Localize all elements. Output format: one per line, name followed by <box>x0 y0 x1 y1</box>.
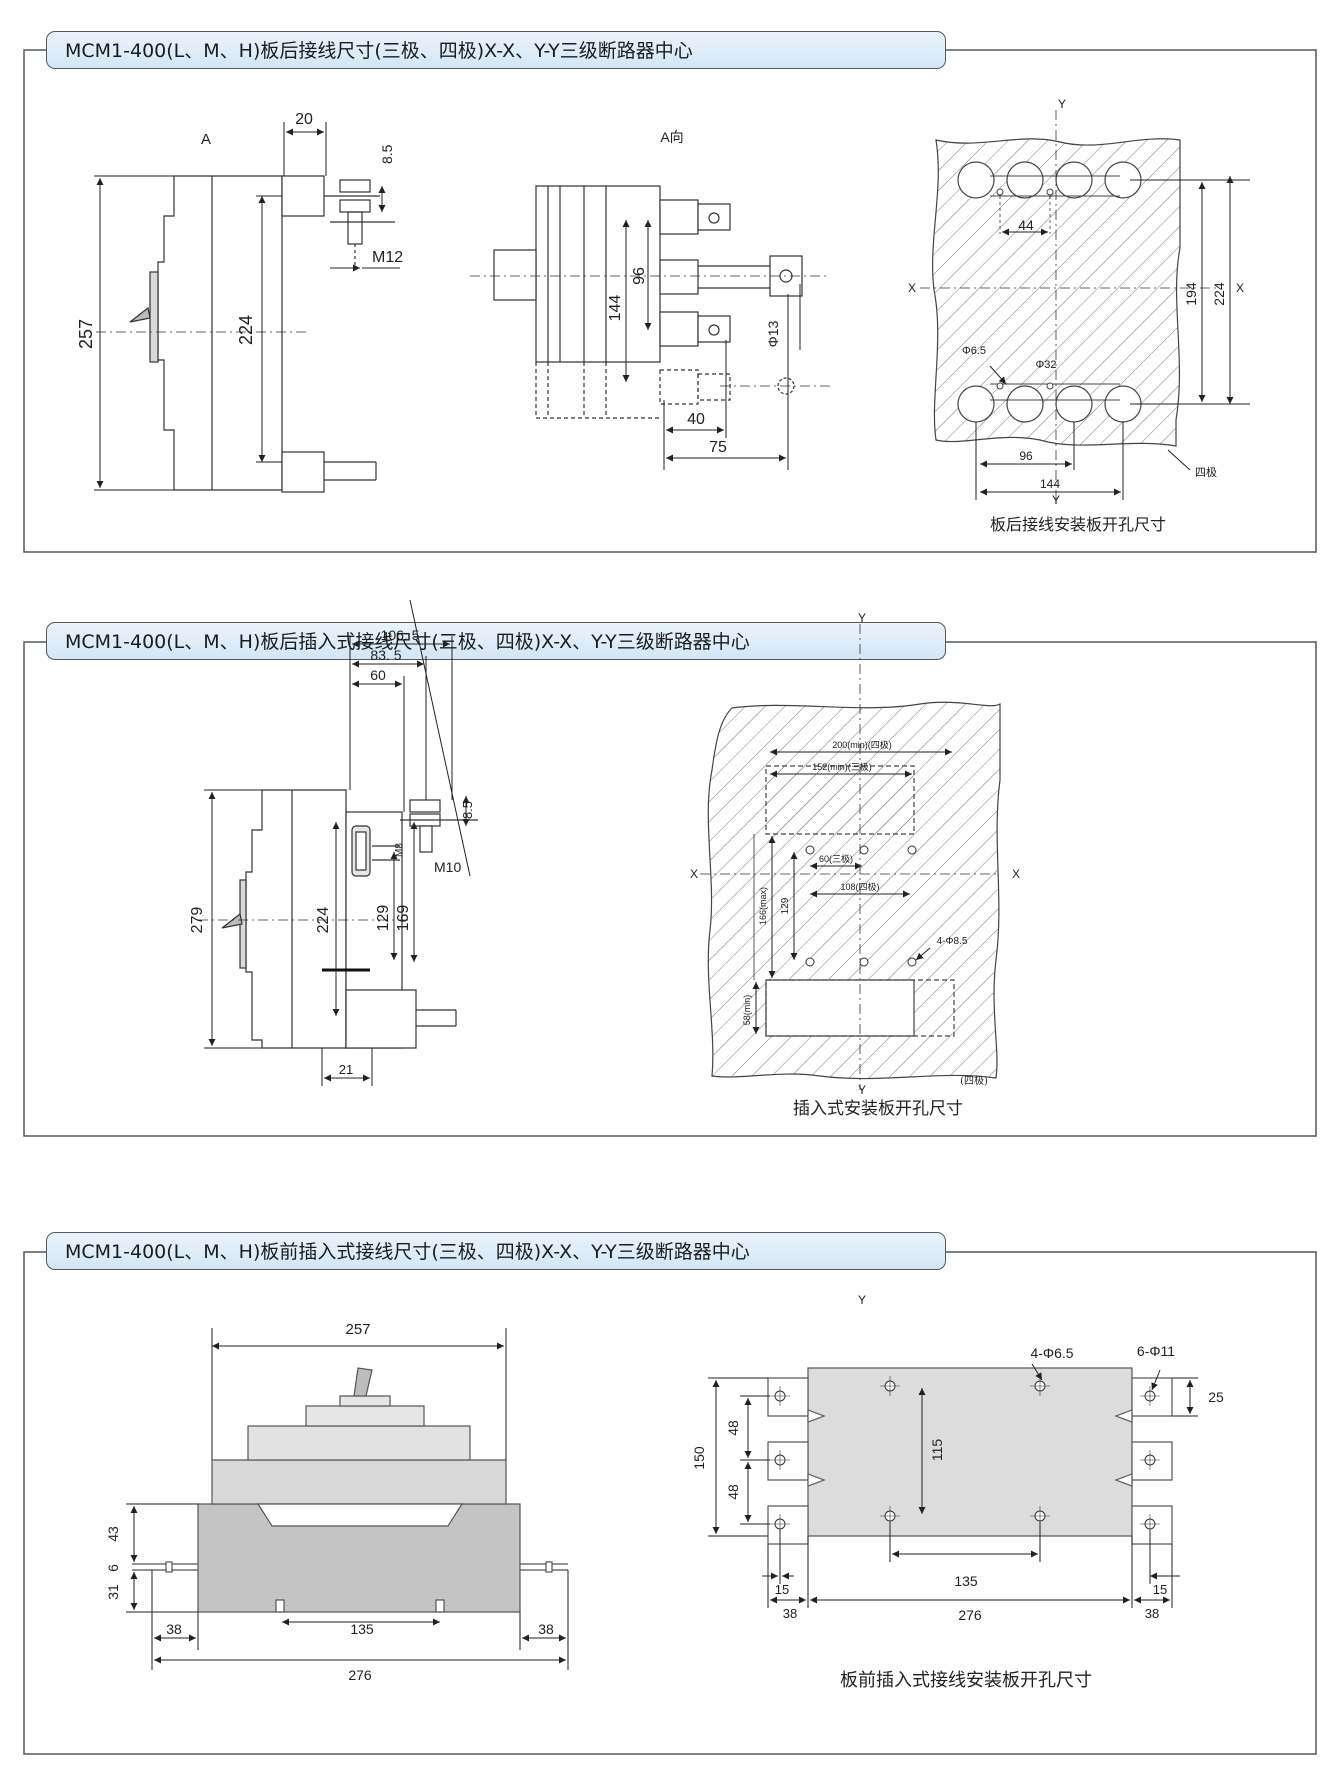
dim-6: 6 <box>105 1564 121 1572</box>
dim-38-plate-left: 38 <box>783 1606 797 1621</box>
dim-200-min: 200(min)(四极) <box>832 739 892 750</box>
panel-rear-wiring: MCM1-400(L、M、H)板后接线尺寸(三极、四极)X-X、Y-Y三级断路器… <box>0 0 1340 560</box>
front-view-a-direction <box>470 185 830 419</box>
dim-224: 224 <box>236 315 256 345</box>
cutout-dimensions <box>975 176 1250 500</box>
dim-224-cutout: 224 <box>1211 282 1227 306</box>
dim-31: 31 <box>105 1584 121 1600</box>
caption-plugin-cutout: 插入式安装板开孔尺寸 <box>793 1099 963 1119</box>
front-mounting-plate <box>767 1367 1173 1545</box>
dim-96-cutout: 96 <box>1019 449 1033 463</box>
axis-y-top: Y <box>858 611 866 625</box>
axis-x-left: X <box>908 281 916 295</box>
dim-257: 257 <box>76 319 96 349</box>
rear-wiring-drawing: A 20 8.5 M12 257 224 <box>23 49 1317 553</box>
panel-rear-plugin: MCM1-400(L、M、H)板后插入式接线尺寸(三极、四极)X-X、Y-Y三级… <box>0 600 1340 1160</box>
dim-8-5: 8.5 <box>379 144 395 164</box>
dim-115: 115 <box>929 1439 945 1462</box>
dim-20: 20 <box>295 111 313 128</box>
dim-108-four-pole: 108(四极) <box>840 881 879 892</box>
plugin-cutout-dimensions <box>752 748 952 1034</box>
dim-25: 25 <box>1208 1389 1224 1405</box>
axis-y-front: Y <box>858 1293 866 1307</box>
dim-15-right: 15 <box>1153 1582 1167 1597</box>
dim-44: 44 <box>1018 217 1034 233</box>
axis-x-right: X <box>1012 867 1020 881</box>
dim-257-front: 257 <box>345 1321 370 1338</box>
dim-phi32: Φ32 <box>1035 359 1056 371</box>
dim-106-5: 106. 5 <box>381 627 420 643</box>
panel-title: MCM1-400(L、M、H)板后接线尺寸(三极、四极)X-X、Y-Y三级断路器… <box>46 31 946 69</box>
label-view-a-direction: A向 <box>660 129 683 145</box>
label-view-a: A <box>201 131 211 148</box>
label-m10: M10 <box>434 859 461 875</box>
dim-60: 60 <box>370 667 386 683</box>
front-breaker-view <box>132 1367 568 1613</box>
dim-276-plate: 276 <box>958 1607 982 1623</box>
axis-y-bottom: Y <box>1052 493 1060 507</box>
dim-8-5-plugin: 8.5 <box>460 801 475 819</box>
dim-43: 43 <box>105 1526 121 1542</box>
dim-48-upper: 48 <box>725 1420 741 1436</box>
rear-plugin-drawing: 106. 5 83. 5 60 8.5 M8 M10 279 224 129 1… <box>23 600 1317 1137</box>
dim-152-min: 152(min)(三极) <box>812 761 872 772</box>
axis-x-right: X <box>1236 281 1244 295</box>
axis-y-bottom: Y <box>858 1083 866 1097</box>
dim-135-plate: 135 <box>954 1573 978 1589</box>
dim-38-left: 38 <box>166 1621 182 1637</box>
dim-194: 194 <box>1183 282 1199 306</box>
front-plugin-drawing: 257 43 6 31 38 135 38 276 <box>23 1251 1317 1755</box>
dim-15-left: 15 <box>775 1582 789 1597</box>
dim-48-lower: 48 <box>725 1484 741 1500</box>
dim-38-right: 38 <box>538 1621 554 1637</box>
rear-cutout-plate <box>920 110 1220 500</box>
dim-38-plate-right: 38 <box>1145 1606 1159 1621</box>
caption-front-cutout: 板前插入式接线安装板开孔尺寸 <box>840 1670 1092 1690</box>
panel-title: MCM1-400(L、M、H)板前插入式接线尺寸(三极、四极)X-X、Y-Y三级… <box>46 1232 946 1270</box>
dim-224-plugin: 224 <box>315 907 332 934</box>
label-m12: M12 <box>372 249 403 266</box>
dim-129: 129 <box>375 905 392 932</box>
label-m8: M8 <box>394 843 405 857</box>
front-plate-dimensions <box>708 1363 1198 1608</box>
panel-front-plugin: MCM1-400(L、M、H)板前插入式接线尺寸(三极、四极)X-X、Y-Y三级… <box>0 1210 1340 1770</box>
plugin-cutout-marks <box>700 624 1000 1090</box>
front-view-dimensions <box>622 220 801 470</box>
dim-166-max: 166(max) <box>758 887 768 925</box>
dim-6-phi11: 6-Φ11 <box>1137 1343 1175 1359</box>
axis-x-left: X <box>690 867 698 881</box>
side-view-a <box>96 175 395 493</box>
caption-rear-cutout: 板后接线安装板开孔尺寸 <box>990 515 1166 534</box>
dim-150: 150 <box>691 1446 707 1470</box>
dim-60-three-pole: 60(三极) <box>819 853 853 864</box>
dim-144-cutout: 144 <box>1040 477 1060 491</box>
dim-40: 40 <box>687 411 705 428</box>
dim-21: 21 <box>339 1062 353 1077</box>
dim-276-front: 276 <box>348 1667 372 1683</box>
side-plugin-dimensions <box>204 600 471 1086</box>
side-view-dimensions <box>94 122 400 491</box>
dim-129-cutout: 129 <box>780 897 791 914</box>
dim-phi6-5: Φ6.5 <box>962 345 986 357</box>
dim-58-min: 58(min) <box>742 995 752 1026</box>
dim-169: 169 <box>395 905 412 932</box>
label-four-pole: 四极 <box>1195 465 1217 479</box>
label-four-pole: (四极) <box>960 1074 988 1087</box>
dim-phi13: Φ13 <box>765 320 781 347</box>
dim-96: 96 <box>631 267 648 285</box>
dim-279: 279 <box>189 907 206 934</box>
axis-y-top: Y <box>1058 97 1066 111</box>
dim-83-5: 83. 5 <box>370 647 401 663</box>
dim-4-phi6-5: 4-Φ6.5 <box>1030 1345 1073 1361</box>
front-plate-holes <box>770 1376 1160 1534</box>
dim-144: 144 <box>607 295 624 322</box>
dim-4-phi8-5: 4-Φ8.5 <box>937 936 968 947</box>
dim-135-front: 135 <box>350 1621 374 1637</box>
side-view-plugin <box>198 789 478 1049</box>
dim-75: 75 <box>709 439 727 456</box>
front-view-dimensions <box>126 1328 569 1670</box>
